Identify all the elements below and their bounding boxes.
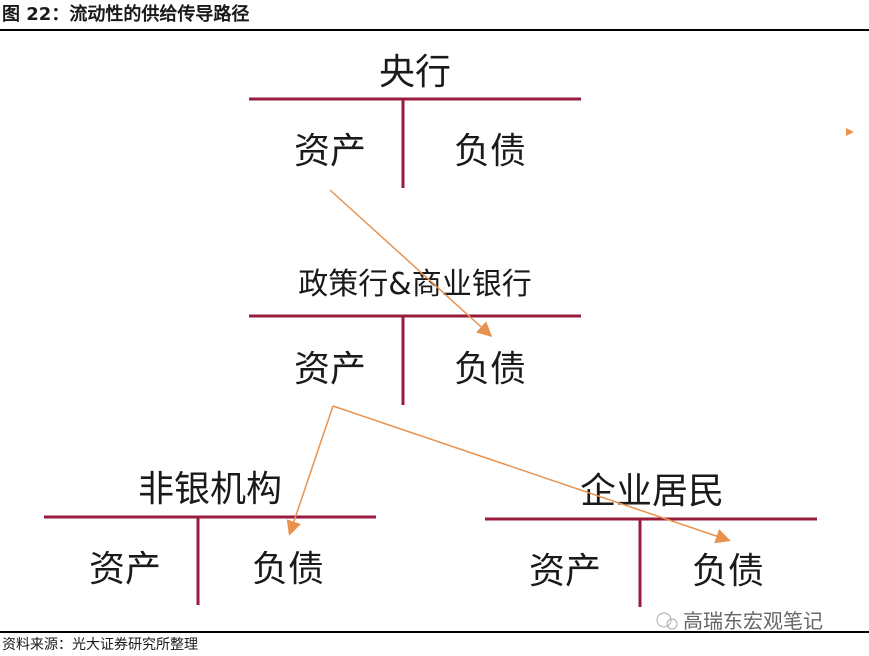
account-name: 非银机构 xyxy=(138,469,282,510)
flow-arrow-central-to-banks xyxy=(329,189,493,338)
t-account-households-firms: 企业居民 资产 负债 xyxy=(485,471,817,607)
liabilities-label: 负债 xyxy=(692,551,764,592)
assets-label: 资产 xyxy=(294,131,366,172)
figure-title: 图 22：流动性的供给传导路径 xyxy=(2,3,249,25)
assets-label: 资产 xyxy=(294,349,366,390)
account-name: 政策行&商业银行 xyxy=(298,267,531,302)
t-account-banks: 政策行&商业银行 资产 负债 xyxy=(249,267,581,405)
account-name: 央行 xyxy=(379,52,451,93)
assets-label: 资产 xyxy=(89,549,161,590)
t-account-nonbank: 非银机构 资产 负债 xyxy=(44,469,376,605)
arrow-fragment-icon xyxy=(846,128,854,136)
liabilities-label: 负债 xyxy=(252,549,324,590)
source-note: 资料来源：光大证券研究所整理 xyxy=(2,637,198,653)
watermark-text: 高瑞东宏观笔记 xyxy=(683,609,823,633)
liabilities-label: 负债 xyxy=(454,131,526,172)
watermark: 高瑞东宏观笔记 xyxy=(656,609,823,633)
flow-arrow-banks-to-nonbank xyxy=(286,405,334,536)
liabilities-label: 负债 xyxy=(454,349,526,390)
flow-arrow-banks-to-households xyxy=(332,405,731,544)
assets-label: 资产 xyxy=(529,551,601,592)
t-account-central-bank: 央行 资产 负债 xyxy=(249,52,581,188)
account-name: 企业居民 xyxy=(580,471,724,512)
wechat-icon-bubble xyxy=(666,618,678,630)
wechat-icon xyxy=(656,612,672,628)
